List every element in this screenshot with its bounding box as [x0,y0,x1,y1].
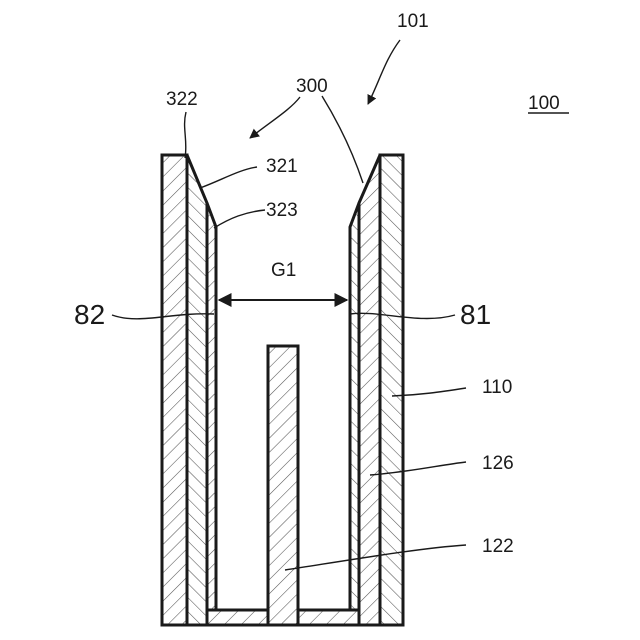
label-81: 81 [460,299,491,330]
inner-liner-right [350,203,359,610]
intermediate-layer-right [359,155,380,625]
label-122: 122 [482,536,514,557]
central-post [268,346,298,625]
label-110: 110 [482,377,512,398]
label-126: 126 [482,453,514,474]
intermediate-layer-left [187,155,207,625]
label-101: 101 [397,11,429,32]
label-321: 321 [266,156,298,177]
label-323: 323 [266,200,298,221]
label-322: 322 [166,89,198,110]
assembly-label-100: 100 [528,93,560,114]
inner-liner-left [207,203,216,610]
label-82: 82 [74,299,105,330]
label-gap-g1: G1 [271,260,296,281]
label-300: 300 [296,76,328,97]
outer-wall-left [162,155,187,625]
